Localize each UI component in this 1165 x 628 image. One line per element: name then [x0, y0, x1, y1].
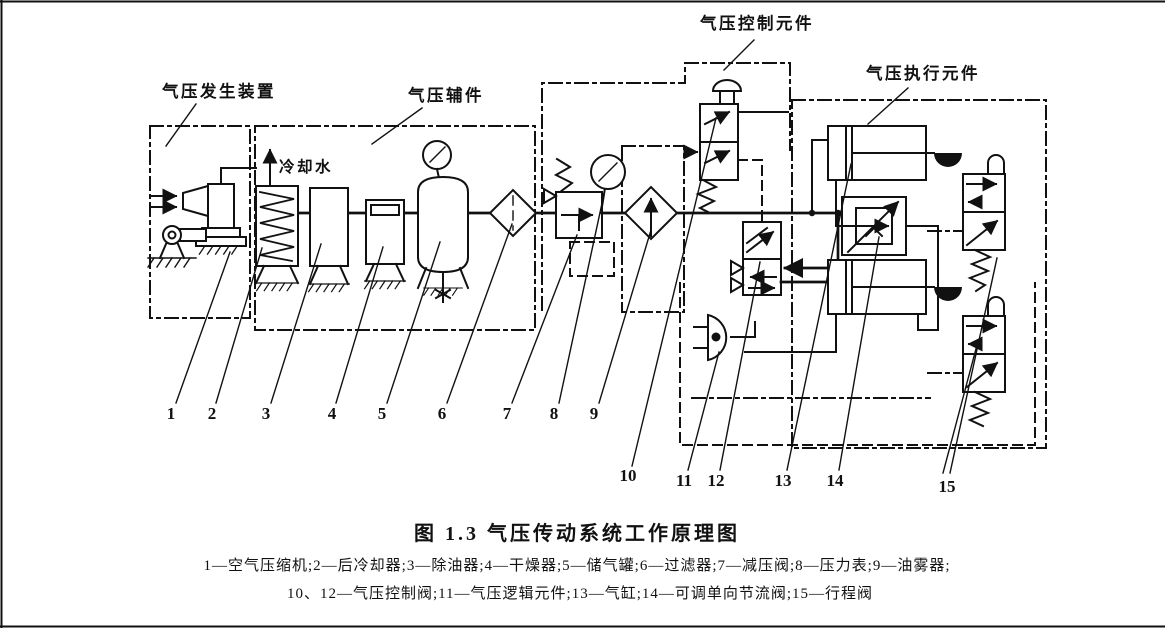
callout-12: 12 [708, 471, 725, 490]
section-label-leaders [165, 39, 909, 147]
callout-6: 6 [438, 404, 447, 423]
callout-9: 9 [590, 404, 599, 423]
callout-3: 3 [262, 404, 271, 423]
filter-symbol [488, 188, 538, 238]
travel-valve-bottom-symbol [927, 296, 1006, 428]
control-valve-10-symbol [683, 79, 789, 223]
dryer-symbol [364, 199, 406, 290]
section-box-control [541, 62, 931, 399]
figure-caption: 图 1.3 气压传动系统工作原理图 [414, 521, 740, 545]
callout-1: 1 [167, 404, 176, 423]
reducing-valve-symbol [543, 157, 615, 277]
control-valve-12-symbol [730, 209, 842, 296]
air-compressor-symbol [147, 167, 257, 268]
callout-14: 14 [827, 471, 845, 490]
callout-8: 8 [550, 404, 559, 423]
callout-2: 2 [208, 404, 217, 423]
callout-4: 4 [328, 404, 337, 423]
air-tank-symbol [416, 140, 470, 303]
callout-5: 5 [378, 404, 387, 423]
figure-legend-line-1: 1—空气压缩机;2—后冷却器;3—除油器;4—干燥器;5—储气罐;6—过滤器;7… [203, 557, 950, 574]
logic-element-symbol [693, 313, 756, 362]
oil-separator-symbol [308, 187, 350, 293]
section-label-auxiliary: 气压辅件 [407, 85, 484, 105]
callout-7: 7 [503, 404, 512, 423]
cooling-water-label: 冷却水 [279, 157, 333, 176]
throttle-valve-symbol [835, 196, 939, 331]
section-box-actuation [679, 99, 1047, 449]
cylinder-top-symbol [808, 125, 962, 227]
aftercooler-symbol [254, 148, 300, 292]
figure-legend-line-2: 10、12—气压控制阀;11—气压逻辑元件;13—气缸;14—可调单向节流阀;1… [287, 584, 873, 602]
section-label-generation: 气压发生装置 [161, 81, 276, 101]
callout-10: 10 [620, 466, 637, 485]
section-box-generation [149, 125, 251, 319]
section-label-actuation: 气压执行元件 [865, 63, 980, 83]
callout-15: 15 [939, 477, 956, 496]
callout-leader-lines [175, 117, 998, 474]
section-label-control: 气压控制元件 [699, 13, 814, 33]
pressure-gauge-symbol [590, 154, 626, 215]
travel-valve-top-symbol [927, 154, 1006, 293]
cylinder-bottom-symbol [744, 259, 962, 353]
callout-11: 11 [676, 471, 692, 490]
callout-numbers: 1 2 3 4 5 6 7 8 9 10 11 12 13 14 15 [167, 404, 956, 496]
callout-13: 13 [775, 471, 792, 490]
